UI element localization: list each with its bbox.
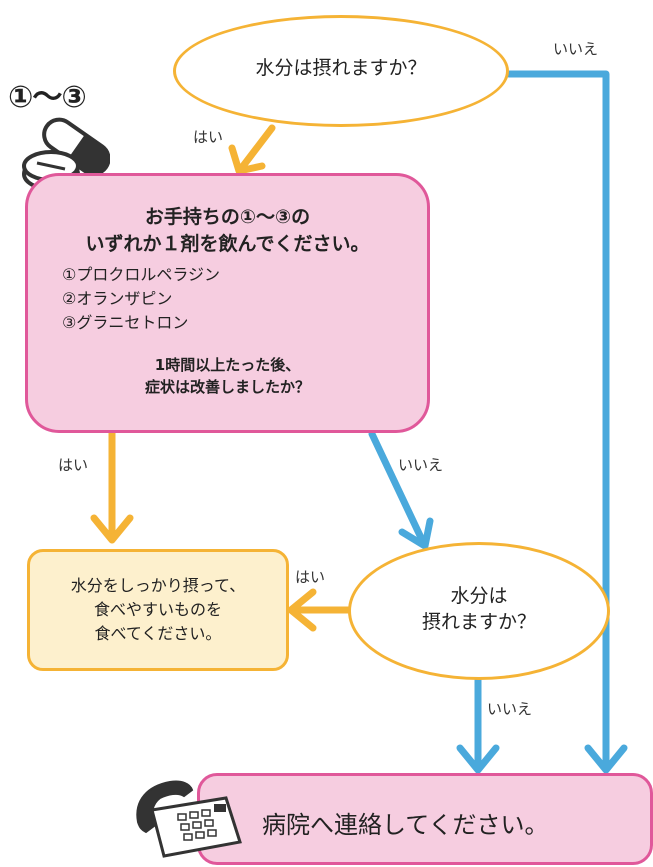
- question-1-node: [173, 15, 509, 127]
- instruction-title-line1: お手持ちの①～③の: [144, 206, 311, 228]
- question-2-line1: 水分は: [450, 585, 508, 607]
- arrow-q1-yes: [236, 124, 276, 174]
- label-q1-yes: はい: [193, 128, 224, 146]
- advice-line3: 食べてください。: [94, 624, 222, 643]
- label-q2-no: いいえ: [487, 700, 533, 718]
- advice-line1: 水分をしっかり摂って、: [70, 576, 246, 595]
- question-2-line2: 摂れますか？: [421, 611, 536, 633]
- advice-line2: 食べやすいものを: [93, 600, 222, 619]
- instruction-title-line2: いずれか１剤を飲んでください。: [85, 233, 370, 255]
- telephone-icon: [136, 780, 242, 858]
- arrowhead-q2-yes: [287, 588, 317, 632]
- arrowhead-q2-no: [456, 744, 500, 774]
- drug-list: ①プロクロルペラジン ②オランザピン ③グラニセトロン: [62, 263, 220, 335]
- advice-box: [27, 549, 289, 671]
- label-main-no: いいえ: [398, 456, 444, 474]
- arrowhead-main-yes: [90, 514, 134, 544]
- arrowhead-q1-yes: [228, 144, 266, 175]
- label-q2-yes: はい: [295, 568, 326, 586]
- question-2-node: [348, 542, 610, 680]
- label-main-yes: はい: [58, 456, 89, 474]
- meds-badge-label: ①～③: [8, 80, 87, 115]
- drug-item-3: ③グラニセトロン: [62, 313, 189, 332]
- arrow-q1-no: [505, 70, 610, 772]
- instruction-box: [25, 173, 430, 433]
- label-q1-no: いいえ: [553, 40, 599, 58]
- instruction-question-line1: 1時間以上たった後、: [154, 356, 301, 374]
- arrowhead-main-no: [398, 517, 434, 550]
- drug-item-2: ②オランザピン: [62, 289, 173, 308]
- arrowhead-q1-no: [584, 744, 628, 774]
- hospital-text: 病院へ連絡してください。: [262, 811, 549, 839]
- drug-item-1: ①プロクロルペラジン: [62, 265, 221, 284]
- hospital-box: [197, 773, 653, 865]
- arrow-main-no: [368, 430, 428, 548]
- question-1-text: 水分は摂れますか？: [255, 57, 427, 79]
- instruction-question-line2: 症状は改善しましたか？: [144, 378, 310, 396]
